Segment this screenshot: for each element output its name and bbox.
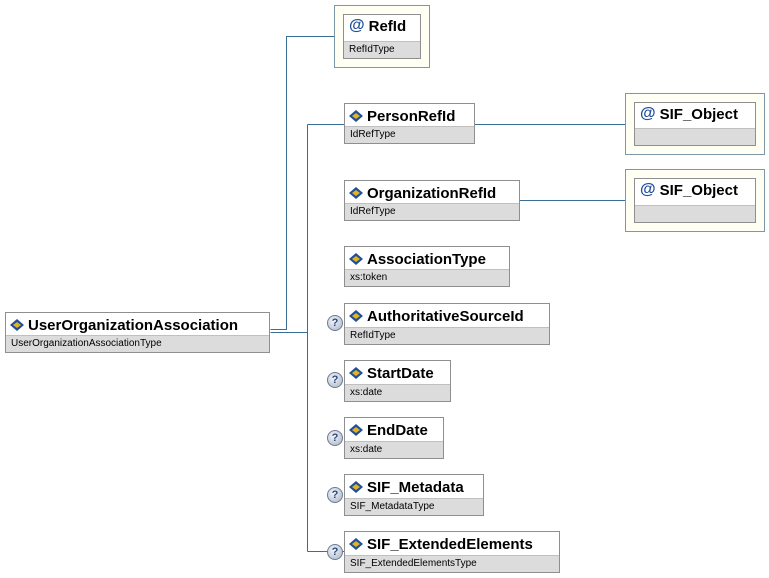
attribute-at-icon: @ (640, 181, 656, 198)
element-sif-extended-elements[interactable]: SIF_ExtendedElements SIF_ExtendedElement… (344, 531, 560, 573)
element-type: xs:date (345, 384, 450, 401)
attribute-at-icon: @ (349, 17, 365, 34)
attribute-refid-node: @ RefId RefIdType (343, 14, 421, 59)
reference-sif-object-node: @ SIF_Object (634, 178, 756, 223)
attribute-name: RefId (368, 17, 407, 35)
root-element-type: UserOrganizationAssociationType (6, 335, 269, 352)
attribute-at-icon: @ (640, 105, 656, 122)
element-icon (349, 424, 363, 436)
optional-marker-icon: ? (327, 487, 343, 503)
element-organization-refid[interactable]: OrganizationRefId IdRefType (344, 180, 520, 221)
element-name: AuthoritativeSourceId (367, 307, 524, 325)
element-type: xs:token (345, 269, 509, 286)
attribute-type: RefIdType (344, 41, 420, 58)
element-name: SIF_ExtendedElements (367, 535, 533, 553)
reference-type (635, 205, 755, 222)
element-type: IdRefType (345, 126, 474, 143)
reference-sif-object-node: @ SIF_Object (634, 102, 756, 146)
element-type: IdRefType (345, 203, 519, 220)
element-start-date[interactable]: StartDate xs:date (344, 360, 451, 402)
root-element-title: UserOrganizationAssociation (6, 313, 269, 337)
element-icon (349, 367, 363, 379)
reference-name: SIF_Object (659, 181, 738, 199)
element-authoritative-source-id[interactable]: AuthoritativeSourceId RefIdType (344, 303, 550, 345)
element-name: AssociationType (367, 250, 486, 268)
element-type: RefIdType (345, 327, 549, 344)
attribute-refid-frame[interactable]: @ RefId RefIdType (334, 5, 430, 68)
reference-name: SIF_Object (659, 105, 738, 123)
element-association-type[interactable]: AssociationType xs:token (344, 246, 510, 287)
element-name: SIF_Metadata (367, 478, 464, 496)
element-icon (349, 253, 363, 265)
element-person-refid[interactable]: PersonRefId IdRefType (344, 103, 475, 144)
element-icon (10, 319, 24, 331)
element-type: xs:date (345, 441, 443, 458)
reference-sif-object-frame-2[interactable]: @ SIF_Object (625, 169, 765, 232)
element-type: SIF_MetadataType (345, 498, 483, 515)
optional-marker-icon: ? (327, 315, 343, 331)
optional-marker-icon: ? (327, 430, 343, 446)
element-icon (349, 110, 363, 122)
root-element-name: UserOrganizationAssociation (28, 316, 239, 334)
element-end-date[interactable]: EndDate xs:date (344, 417, 444, 459)
element-icon (349, 538, 363, 550)
element-name: OrganizationRefId (367, 184, 497, 202)
element-name: PersonRefId (367, 107, 456, 125)
element-sif-metadata[interactable]: SIF_Metadata SIF_MetadataType (344, 474, 484, 516)
element-icon (349, 310, 363, 322)
element-type: SIF_ExtendedElementsType (345, 555, 559, 572)
root-element-node[interactable]: UserOrganizationAssociation UserOrganiza… (5, 312, 270, 353)
element-name: EndDate (367, 421, 428, 439)
reference-sif-object-frame-1[interactable]: @ SIF_Object (625, 93, 765, 155)
element-icon (349, 187, 363, 199)
optional-marker-icon: ? (327, 544, 343, 560)
optional-marker-icon: ? (327, 372, 343, 388)
element-name: StartDate (367, 364, 434, 382)
element-icon (349, 481, 363, 493)
reference-type (635, 128, 755, 145)
